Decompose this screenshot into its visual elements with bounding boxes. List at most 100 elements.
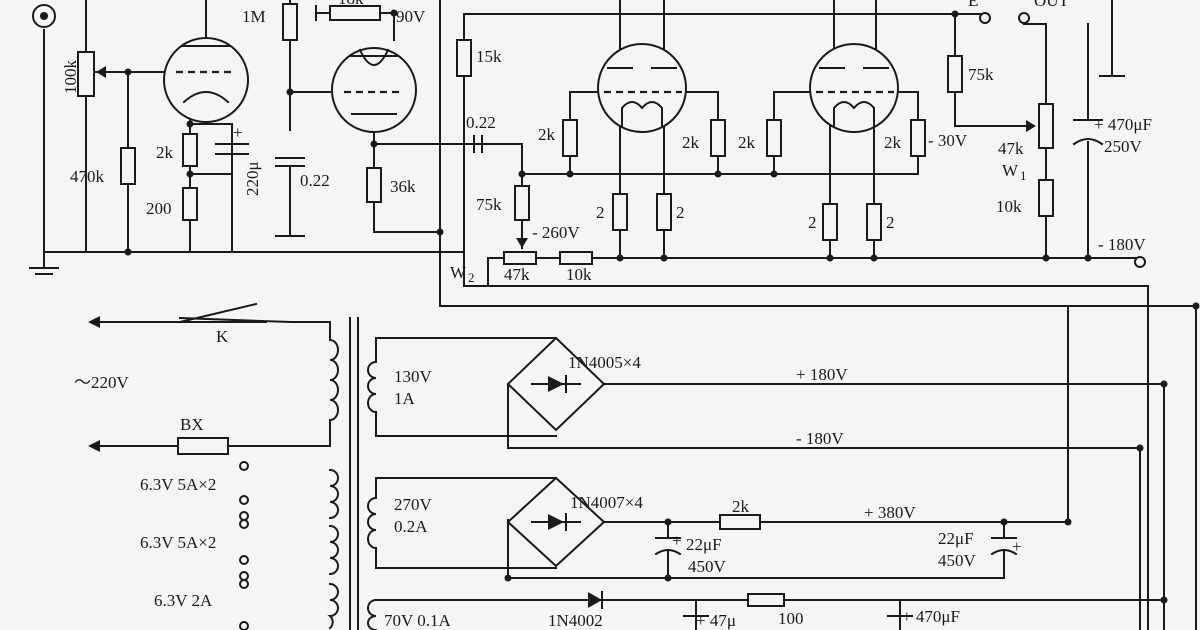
label-m180v: - 180V xyxy=(796,429,844,448)
resistor-2-a xyxy=(612,193,628,231)
label-2-b: 2 xyxy=(676,203,685,222)
resistor-100k xyxy=(77,51,95,97)
output-terminals xyxy=(979,12,1146,268)
label-47u: + 47μ xyxy=(696,611,736,630)
component-labels: 100k 470k 2k 200 220μ + 1M 18k 90V 0.22 … xyxy=(61,0,1152,630)
label-130v-a: 1A xyxy=(394,389,416,408)
junctions-bottom xyxy=(504,302,1200,604)
label-heater-3: 6.3V 2A xyxy=(154,591,213,610)
label-e: E xyxy=(968,0,978,10)
resistor-1m xyxy=(282,3,298,41)
label-w1-sub: 1 xyxy=(1020,168,1027,183)
label-2-a: 2 xyxy=(596,203,605,222)
bridge-rectifier-1 xyxy=(506,336,606,432)
label-fuse-bx: BX xyxy=(180,415,204,434)
label-bridge-2: 1N4007×4 xyxy=(570,493,643,512)
pot-w1-47k xyxy=(1038,103,1054,149)
resistor-10k-w2 xyxy=(559,251,593,265)
label-75k-right: 75k xyxy=(968,65,994,84)
label-270v: 270V xyxy=(394,495,433,514)
label-out: OUT xyxy=(1034,0,1070,10)
resistor-2k-b xyxy=(710,119,726,157)
primary-winding xyxy=(328,338,339,422)
label-270v-a: 0.2A xyxy=(394,517,428,536)
label-22u-a-v: 450V xyxy=(688,557,727,576)
label-47k-w2: 47k xyxy=(504,265,530,284)
label-2k-supply: 2k xyxy=(732,497,750,516)
tube-v3 xyxy=(597,43,687,133)
label-470u-top: + 470μF xyxy=(1094,115,1152,134)
label-2-d: 2 xyxy=(886,213,895,232)
resistor-15k xyxy=(456,39,472,77)
label-bridge-1: 1N4005×4 xyxy=(568,353,641,372)
resistor-18k xyxy=(329,5,381,21)
resistor-10k-right xyxy=(1038,179,1054,217)
capacitors xyxy=(215,119,1104,167)
label-m260v: - 260V xyxy=(532,223,580,242)
input-jack xyxy=(32,4,56,28)
label-c-220u: 220μ xyxy=(243,161,262,196)
label-w2: W xyxy=(450,263,467,282)
heater-windings xyxy=(239,461,339,630)
resistor-2-c xyxy=(822,203,838,241)
secondary-windings xyxy=(367,360,378,630)
resistor-36k xyxy=(366,167,382,203)
label-heater-2: 6.3V 5A×2 xyxy=(140,533,216,552)
label-470u-top-v: 250V xyxy=(1104,137,1143,156)
pot-w2-47k xyxy=(503,251,537,265)
label-200: 200 xyxy=(146,199,172,218)
resistor-75k-left xyxy=(514,185,530,221)
label-p180v: + 180V xyxy=(796,365,848,384)
power-wiring xyxy=(88,305,1165,630)
label-22u-b-v: 450V xyxy=(938,551,977,570)
junctions-top xyxy=(124,9,1092,262)
label-mains: ～220V xyxy=(74,373,129,392)
label-100: 100 xyxy=(778,609,804,628)
label-switch-k: K xyxy=(216,327,229,346)
label-2k-b: 2k xyxy=(682,133,700,152)
label-w1: W xyxy=(1002,161,1019,180)
label-22u-b-plus: + xyxy=(1012,537,1022,556)
label-heater-1: 6.3V 5A×2 xyxy=(140,475,216,494)
label-36k: 36k xyxy=(390,177,416,196)
label-90v: 90V xyxy=(396,7,426,26)
tube-v4 xyxy=(809,43,899,133)
resistor-200 xyxy=(182,187,198,221)
label-1m: 1M xyxy=(242,7,266,26)
label-47k-w1: 47k xyxy=(998,139,1024,158)
resistor-2k-a xyxy=(562,119,578,157)
label-470u-bottom: + 470μF xyxy=(902,607,960,626)
label-2k-c: 2k xyxy=(738,133,756,152)
label-w2-sub: 2 xyxy=(468,270,475,285)
bridge-rectifier-2 xyxy=(506,476,606,568)
label-18k: 18k xyxy=(338,0,364,8)
label-75k-left: 75k xyxy=(476,195,502,214)
fuse-bx xyxy=(177,437,229,455)
label-2k-a: 2k xyxy=(538,125,556,144)
supply-components xyxy=(588,514,1018,617)
resistor-2k-c xyxy=(766,119,782,157)
resistor-2-d xyxy=(866,203,882,241)
label-m180v-top: - 180V xyxy=(1098,235,1146,254)
label-15k: 15k xyxy=(476,47,502,66)
resistor-2k-cathode xyxy=(182,133,198,167)
label-10k-w2: 10k xyxy=(566,265,592,284)
label-2k-d: 2k xyxy=(884,133,902,152)
label-70v: 70V 0.1A xyxy=(384,611,451,630)
resistor-470k xyxy=(120,147,136,185)
label-1n4002: 1N4002 xyxy=(548,611,603,630)
label-470k: 470k xyxy=(70,167,105,186)
label-c-022-left: 0.22 xyxy=(300,171,330,190)
label-2k-cathode: 2k xyxy=(156,143,174,162)
switch-k xyxy=(178,302,258,324)
resistor-2k-d xyxy=(910,119,926,157)
label-c-022-coupling: 0.22 xyxy=(466,113,496,132)
tube-v2 xyxy=(331,47,417,133)
label-m30v: - 30V xyxy=(928,131,968,150)
label-22u-a-plus: + xyxy=(672,531,682,550)
resistors xyxy=(77,3,1054,265)
label-p380v: + 380V xyxy=(864,503,916,522)
tube-v1 xyxy=(163,37,249,123)
label-2-c: 2 xyxy=(808,213,817,232)
